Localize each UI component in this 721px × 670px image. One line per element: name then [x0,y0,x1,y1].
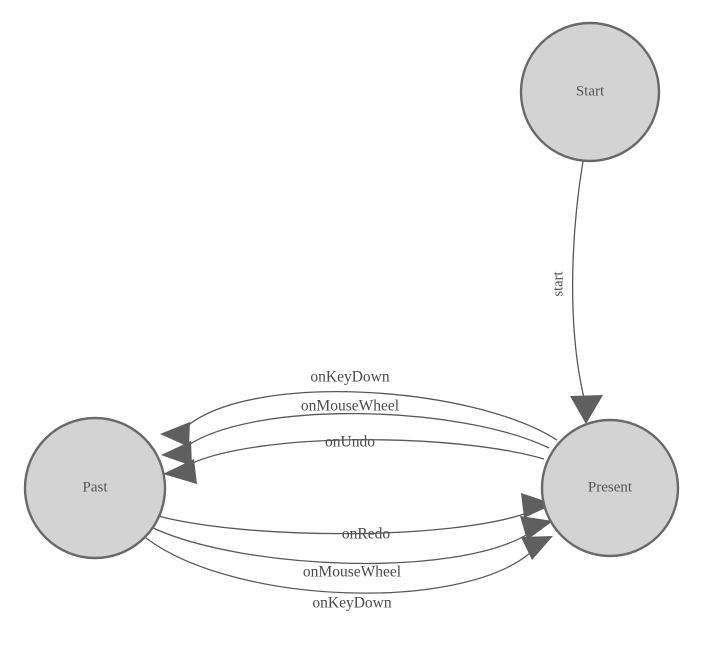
edge-present-to-past-mousewheel[interactable]: onMouseWheel [161,398,550,466]
arrowhead-present-to-past-mousewheel [161,441,192,466]
edge-past-to-present-mousewheel-path [152,527,529,565]
node-past-label: Past [82,479,108,495]
edge-label-past-to-present-redo: onRedo [342,526,390,543]
edge-label-present-to-past-undo: onUndo [325,434,375,451]
node-start[interactable]: Start [519,21,661,163]
arrowhead-past-to-present-keydown [521,536,553,560]
arrowhead-present-to-past-keydown [160,422,190,447]
arrowhead-past-to-present-mousewheel [520,516,553,540]
node-past-circle [23,416,167,560]
node-past[interactable]: Past [23,416,167,560]
edge-present-to-past-undo-path [189,439,545,465]
node-present-circle [540,418,680,558]
node-start-circle [519,21,661,163]
edge-present-to-past-undo[interactable]: onUndo [163,434,545,484]
edge-present-to-past-mousewheel-path [186,412,550,449]
edge-start-to-present[interactable]: start [550,160,603,424]
edge-label-start: start [550,272,566,297]
edge-label-past-to-present-mousewheel: onMouseWheel [303,564,401,581]
edge-past-to-present-redo[interactable]: onRedo [157,493,554,543]
arrowhead-start-to-present [570,395,603,424]
edge-past-to-present-keydown-path [145,537,531,594]
edge-past-to-present-mousewheel[interactable]: onMouseWheel [152,516,553,581]
edge-label-present-to-past-keydown: onKeyDown [310,369,389,386]
node-start-label: Start [576,83,605,99]
edge-past-to-present-redo-path [157,512,528,535]
edge-past-to-present-keydown[interactable]: onKeyDown [145,536,553,612]
edge-start-to-present-path [571,160,585,399]
edge-label-past-to-present-keydown: onKeyDown [312,595,391,612]
edge-present-to-past-keydown[interactable]: onKeyDown [160,369,558,447]
node-present[interactable]: Present [540,418,680,558]
edge-label-present-to-past-mousewheel: onMouseWheel [301,398,399,415]
node-present-label: Present [588,479,633,495]
arrowhead-present-to-past-undo [163,459,197,484]
edge-present-to-past-keydown-path [185,391,558,441]
arrowhead-past-to-present-redo [521,493,554,518]
